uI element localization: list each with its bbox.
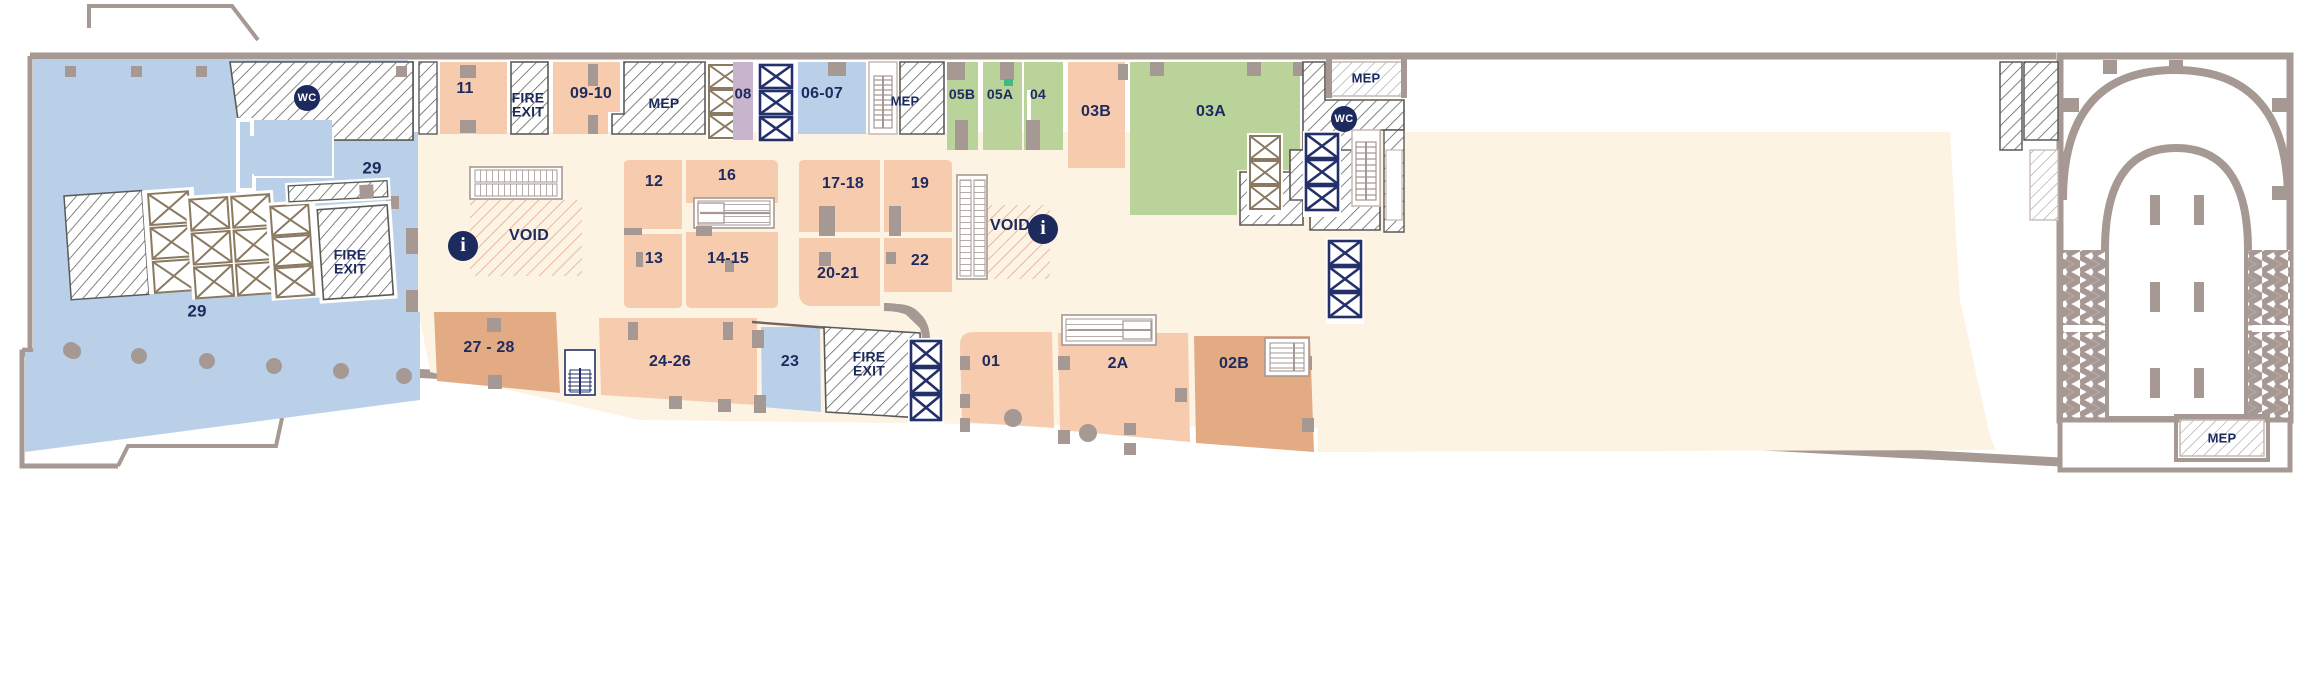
service-label-mep-top-1: MEP <box>648 94 680 111</box>
fire-exit-left-shaft <box>313 200 398 304</box>
stair-core-bottom-left <box>564 349 596 396</box>
unit-11[interactable] <box>440 62 507 134</box>
unit-label-u16[interactable]: 16 <box>717 166 737 184</box>
unit-label-u13[interactable]: 13 <box>644 249 664 267</box>
unit-label-u29a[interactable]: 29 <box>362 158 382 178</box>
unit-label-u08[interactable]: 08 <box>734 85 752 103</box>
unit-03A[interactable] <box>1130 62 1305 215</box>
unit-01[interactable] <box>960 332 1054 432</box>
unit-27-28[interactable] <box>434 312 560 393</box>
unit-20-21[interactable] <box>799 238 880 306</box>
unit-label-u19[interactable]: 19 <box>910 174 930 192</box>
unit-label-u04[interactable]: 04 <box>1030 85 1046 102</box>
corridor-lower-right <box>1316 340 1996 452</box>
unit-06-07[interactable] <box>798 62 866 134</box>
wc-icon-wc-right[interactable]: WC <box>1331 106 1357 132</box>
stair-core-right <box>1351 129 1381 207</box>
unit-05B[interactable] <box>947 62 978 150</box>
mep-block-1 <box>611 61 706 135</box>
unit-12[interactable] <box>624 160 682 229</box>
unit-2A[interactable] <box>1058 333 1190 455</box>
unit-22[interactable] <box>884 238 952 292</box>
unit-label-u03a[interactable]: 03A <box>1196 102 1226 120</box>
unit-label-u23[interactable]: 23 <box>780 352 800 370</box>
service-label-fire-exit-bottom: FIRE EXIT <box>852 348 886 379</box>
unit-label-u29b[interactable]: 29 <box>187 301 207 321</box>
stair-core-bottom-02B <box>1264 337 1310 377</box>
unit-label-u22[interactable]: 22 <box>910 251 930 269</box>
unit-03B[interactable] <box>1068 62 1128 168</box>
escalator-center-a <box>693 197 775 229</box>
unit-13[interactable] <box>624 228 682 308</box>
service-label-mep-top-right: MEP <box>1351 70 1381 86</box>
escalator-bottom-2A <box>1061 314 1157 346</box>
lift-bank-navy-right-lower <box>1326 238 1364 324</box>
unit-label-u0910[interactable]: 09-10 <box>570 84 612 102</box>
unit-16[interactable] <box>686 160 778 203</box>
unit-label-u03b[interactable]: 03B <box>1081 102 1111 120</box>
unit-05A[interactable] <box>983 62 1022 150</box>
unit-09-10[interactable] <box>553 62 620 134</box>
lift-bank-navy-right-upper <box>1303 131 1341 217</box>
lift-bank-navy-top <box>757 62 795 142</box>
escalator-right <box>956 174 988 280</box>
unit-label-u2728[interactable]: 27 - 28 <box>463 338 515 356</box>
unit-label-u12[interactable]: 12 <box>644 172 664 190</box>
info-glyph: i <box>1040 216 1046 239</box>
unit-14-15[interactable] <box>686 226 778 308</box>
wc-icon-wc-left[interactable]: WC <box>294 85 320 111</box>
unit-label-u11[interactable]: 11 <box>456 79 474 97</box>
unit-08[interactable] <box>733 62 753 140</box>
service-label-mep-bottom-right: MEP <box>2207 430 2237 446</box>
unit-label-u0607[interactable]: 06-07 <box>801 84 843 102</box>
service-label-fire-exit-left: FIRE EXIT <box>333 246 367 277</box>
unit-label-u01[interactable]: 01 <box>981 352 1001 370</box>
right-atrium <box>2056 52 2294 473</box>
unit-23[interactable] <box>751 320 831 413</box>
lift-bank-tan-right <box>1247 133 1283 215</box>
escalator-left <box>469 166 563 200</box>
mep-block-2 <box>899 61 945 135</box>
unit-label-u2426[interactable]: 24-26 <box>649 352 691 370</box>
void-left-area <box>470 200 582 276</box>
unit-label-u02b[interactable]: 02B <box>1219 354 1249 372</box>
unit-19[interactable] <box>884 160 952 236</box>
stair-core-top-1 <box>868 61 898 135</box>
service-label-mep-top-2: MEP <box>890 93 920 109</box>
mep-top-right-box <box>1326 58 1407 98</box>
info-icon-info-right[interactable]: i <box>1028 214 1058 244</box>
wc-glyph: WC <box>1334 113 1354 125</box>
service-label-void-right: VOID <box>990 216 1030 234</box>
shaft-between-29-and-11 <box>418 61 438 135</box>
unit-label-u1415[interactable]: 14-15 <box>707 249 749 267</box>
service-hatch-top-left <box>65 61 414 192</box>
wc-glyph: WC <box>297 92 317 104</box>
unit-17-18[interactable] <box>799 160 880 236</box>
service-label-void-left: VOID <box>509 226 549 244</box>
right-service-core <box>1383 129 1405 233</box>
unit-label-u2021[interactable]: 20-21 <box>817 264 859 282</box>
unit-label-u2a[interactable]: 2A <box>1107 354 1129 372</box>
fire-exit-top-left-shaft <box>510 61 549 135</box>
unit-label-u1718[interactable]: 17-18 <box>822 174 864 192</box>
info-glyph: i <box>460 233 466 256</box>
right-edge-hatches <box>1999 61 2059 221</box>
info-icon-info-left[interactable]: i <box>448 231 478 261</box>
lift-block-group-left <box>63 177 398 304</box>
unit-label-u05a[interactable]: 05A <box>986 85 1014 102</box>
lift-bank-navy-bottom <box>908 338 944 428</box>
mep-bottom-right-box <box>2174 414 2270 462</box>
unit-24-26[interactable] <box>599 318 757 412</box>
service-label-fire-exit-top-left: FIRE EXIT <box>511 89 545 120</box>
unit-04[interactable] <box>1024 62 1063 150</box>
unit-label-u05b[interactable]: 05B <box>948 85 976 102</box>
